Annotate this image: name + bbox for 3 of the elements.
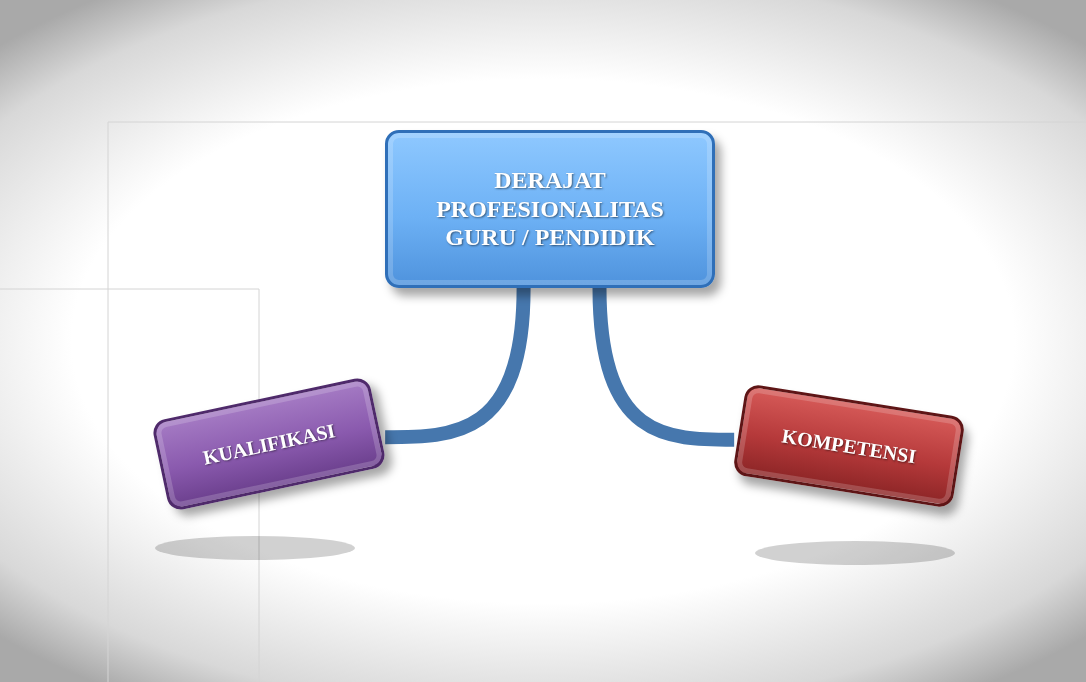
node-box	[385, 130, 715, 288]
node-label: DERAJAT PROFESIONALITAS GURU / PENDIDIK	[435, 165, 665, 253]
node-label: KOMPETENSI	[780, 423, 918, 469]
